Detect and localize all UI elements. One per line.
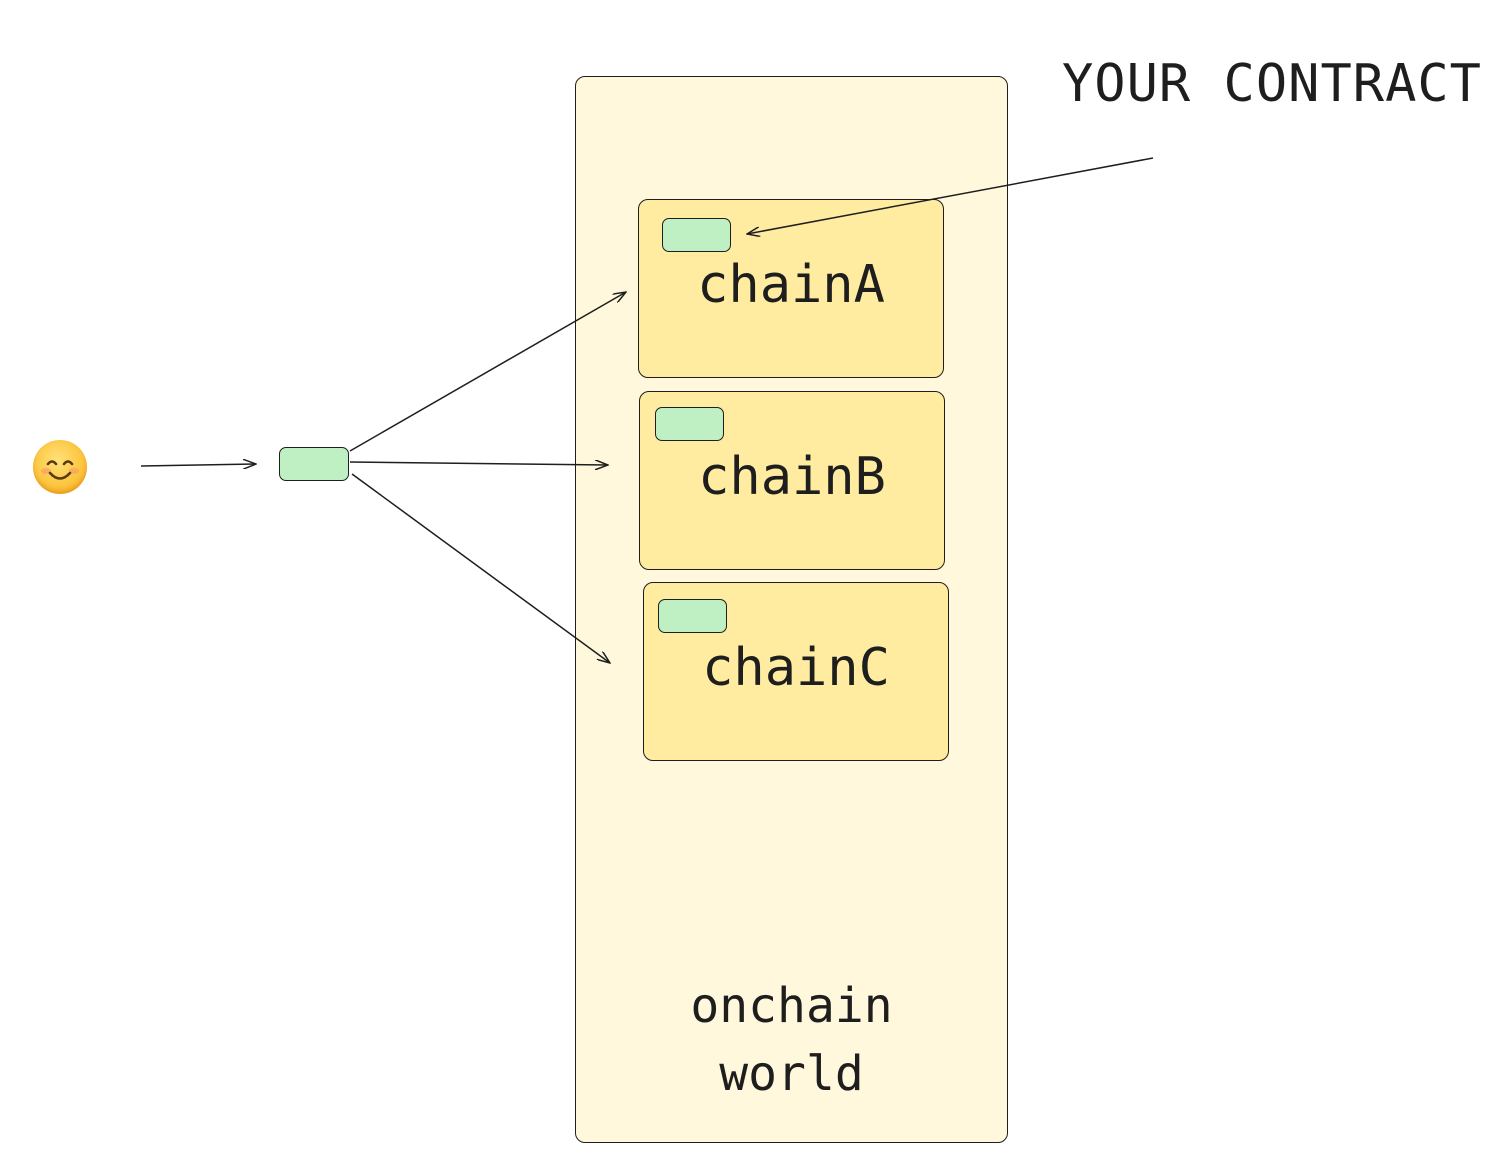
arrow-transaction-to-chain-a — [349, 292, 626, 452]
chain-a-contract-chip — [662, 218, 731, 252]
transaction-chip — [279, 447, 349, 481]
arrow-title-to-contract — [747, 157, 1154, 234]
arrow-transaction-to-chain-b — [349, 462, 608, 465]
chain-a-box: chainA — [638, 199, 944, 378]
chain-c-label: chainC — [702, 638, 890, 698]
your-contract-title: YOUR CONTRACT — [1062, 54, 1482, 114]
chain-c-contract-chip — [658, 599, 727, 633]
arrow-user-to-transaction — [140, 464, 256, 466]
smiling-face-icon — [33, 440, 87, 494]
arrow-transaction-to-chain-c — [351, 473, 610, 663]
chain-c-box: chainC — [643, 582, 949, 761]
chain-b-label: chainB — [698, 447, 886, 507]
chain-a-label: chainA — [697, 255, 885, 315]
chain-b-box: chainB — [639, 391, 945, 570]
onchain-world-label: onchain world — [690, 978, 893, 1102]
chain-b-contract-chip — [655, 407, 724, 441]
smiling-face-features — [41, 460, 79, 480]
